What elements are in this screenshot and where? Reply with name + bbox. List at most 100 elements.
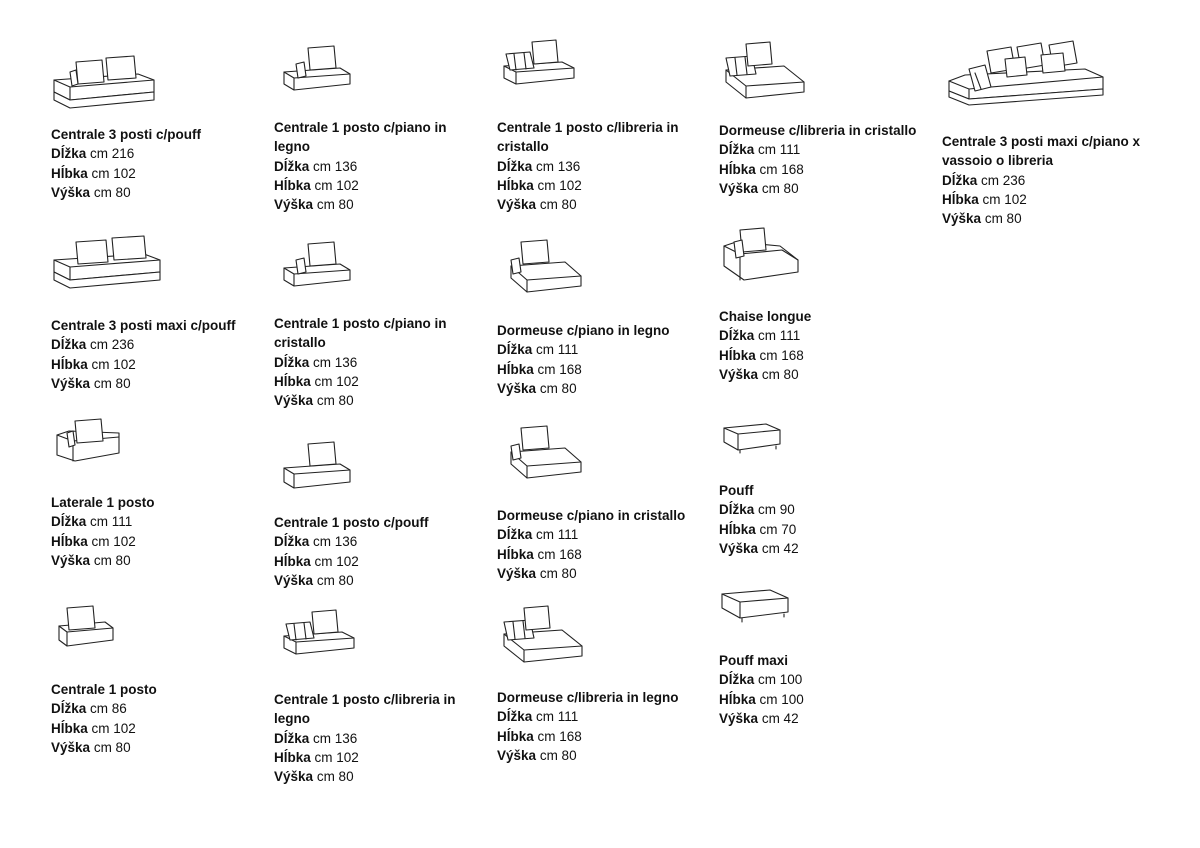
- depth-label: Hĺbka: [942, 191, 979, 207]
- depth-row: Hĺbka cm 102: [51, 355, 251, 374]
- depth-label: Hĺbka: [274, 177, 311, 193]
- length-label: Dĺžka: [719, 672, 755, 688]
- depth-row: Hĺbka cm 102: [274, 748, 474, 767]
- length-label: Dĺžka: [274, 354, 310, 370]
- height-value: cm 80: [316, 197, 354, 213]
- height-row: Výška cm 80: [497, 195, 697, 214]
- height-value: cm 80: [93, 739, 131, 755]
- product-text: Centrale 1 posto c/libreria in legno Dĺž…: [274, 690, 474, 786]
- depth-label: Hĺbka: [274, 553, 311, 569]
- chaise-longue-icon: [720, 224, 802, 286]
- product-name: Centrale 3 posti c/pouff: [51, 127, 202, 142]
- height-row: Výška cm 80: [719, 365, 919, 384]
- product-name: Centrale 1 posto: [51, 682, 157, 697]
- product-text: Dormeuse c/piano in cristallo Dĺžka cm 1…: [497, 506, 697, 583]
- seat-wood-bookcase-icon: [280, 608, 360, 660]
- depth-row: Hĺbka cm 102: [51, 719, 251, 738]
- depth-label: Hĺbka: [719, 521, 756, 537]
- depth-row: Hĺbka cm 168: [497, 727, 697, 746]
- depth-label: Hĺbka: [51, 533, 88, 549]
- length-value: cm 136: [536, 158, 581, 174]
- length-value: cm 136: [313, 730, 358, 746]
- length-value: cm 86: [90, 701, 127, 717]
- length-label: Dĺžka: [274, 158, 310, 174]
- product-name: Centrale 3 posti maxi c/piano x vassoio …: [942, 134, 1141, 169]
- sofa-3-seat-maxi-tray-icon: [945, 33, 1110, 115]
- height-label: Výška: [51, 375, 91, 391]
- depth-label: Hĺbka: [719, 347, 756, 363]
- length-row: Dĺžka cm 136: [274, 532, 474, 551]
- height-label: Výška: [51, 552, 91, 568]
- height-label: Výška: [497, 747, 537, 763]
- height-row: Výška cm 80: [274, 767, 474, 786]
- height-value: cm 80: [539, 197, 577, 213]
- dormeuse-wood-bookcase-icon: [498, 604, 588, 670]
- sofa-3-seat-maxi-pouff-icon: [50, 232, 165, 290]
- length-value: cm 136: [313, 534, 358, 550]
- product-text: Laterale 1 posto Dĺžka cm 111 Hĺbka cm 1…: [51, 493, 251, 570]
- height-row: Výška cm 80: [274, 571, 474, 590]
- length-label: Dĺžka: [497, 158, 533, 174]
- height-value: cm 80: [539, 565, 577, 581]
- depth-label: Hĺbka: [497, 546, 534, 562]
- depth-label: Hĺbka: [719, 161, 756, 177]
- length-label: Dĺžka: [719, 502, 755, 518]
- depth-row: Hĺbka cm 102: [942, 190, 1157, 209]
- length-row: Dĺžka cm 236: [942, 171, 1157, 190]
- product-name: Centrale 1 posto c/libreria in cristallo: [497, 120, 679, 155]
- product-name: Centrale 1 posto c/piano in legno: [274, 120, 447, 155]
- length-label: Dĺžka: [51, 146, 87, 162]
- dormeuse-wood-top-icon: [505, 236, 585, 298]
- length-value: cm 100: [758, 672, 803, 688]
- length-value: cm 111: [536, 342, 579, 358]
- length-value: cm 136: [313, 158, 358, 174]
- depth-value: cm 102: [982, 191, 1027, 207]
- length-row: Dĺžka cm 111: [497, 525, 697, 544]
- height-label: Výška: [942, 211, 982, 227]
- depth-label: Hĺbka: [51, 165, 88, 181]
- height-label: Výška: [274, 197, 314, 213]
- height-row: Výška cm 80: [274, 391, 474, 410]
- depth-row: Hĺbka cm 100: [719, 690, 919, 709]
- height-value: cm 42: [761, 540, 799, 556]
- product-name: Laterale 1 posto: [51, 495, 155, 510]
- central-1-seat-icon: [55, 602, 117, 652]
- height-label: Výška: [719, 710, 759, 726]
- seat-wood-top-icon: [280, 42, 355, 94]
- height-row: Výška cm 80: [942, 209, 1157, 228]
- seat-glass-top-icon: [280, 238, 355, 290]
- height-label: Výška: [51, 739, 91, 755]
- product-name: Centrale 3 posti maxi c/pouff: [51, 318, 236, 333]
- depth-row: Hĺbka cm 168: [497, 360, 697, 379]
- depth-value: cm 168: [759, 347, 804, 363]
- length-value: cm 111: [758, 328, 801, 344]
- length-row: Dĺžka cm 136: [274, 157, 474, 176]
- length-value: cm 216: [90, 146, 135, 162]
- height-label: Výška: [497, 380, 537, 396]
- length-row: Dĺžka cm 136: [497, 157, 697, 176]
- product-text: Centrale 1 posto c/libreria in cristallo…: [497, 118, 697, 214]
- length-value: cm 111: [758, 142, 801, 158]
- depth-value: cm 168: [537, 728, 582, 744]
- height-row: Výška cm 80: [51, 551, 251, 570]
- height-row: Výška cm 80: [51, 374, 251, 393]
- length-label: Dĺžka: [51, 701, 87, 717]
- seat-pouff-icon: [280, 438, 355, 494]
- length-label: Dĺžka: [497, 709, 533, 725]
- length-label: Dĺžka: [274, 730, 310, 746]
- length-label: Dĺžka: [497, 527, 533, 543]
- depth-row: Hĺbka cm 102: [274, 176, 474, 195]
- height-label: Výška: [497, 197, 537, 213]
- depth-value: cm 102: [91, 720, 136, 736]
- product-name: Pouff: [719, 483, 754, 498]
- height-value: cm 80: [93, 375, 131, 391]
- depth-row: Hĺbka cm 70: [719, 520, 919, 539]
- product-name: Dormeuse c/libreria in legno: [497, 690, 679, 705]
- depth-value: cm 168: [759, 161, 804, 177]
- depth-row: Hĺbka cm 102: [51, 164, 251, 183]
- height-value: cm 42: [761, 710, 799, 726]
- depth-row: Hĺbka cm 168: [719, 160, 934, 179]
- height-label: Výška: [274, 393, 314, 409]
- length-row: Dĺžka cm 111: [497, 340, 697, 359]
- depth-label: Hĺbka: [719, 691, 756, 707]
